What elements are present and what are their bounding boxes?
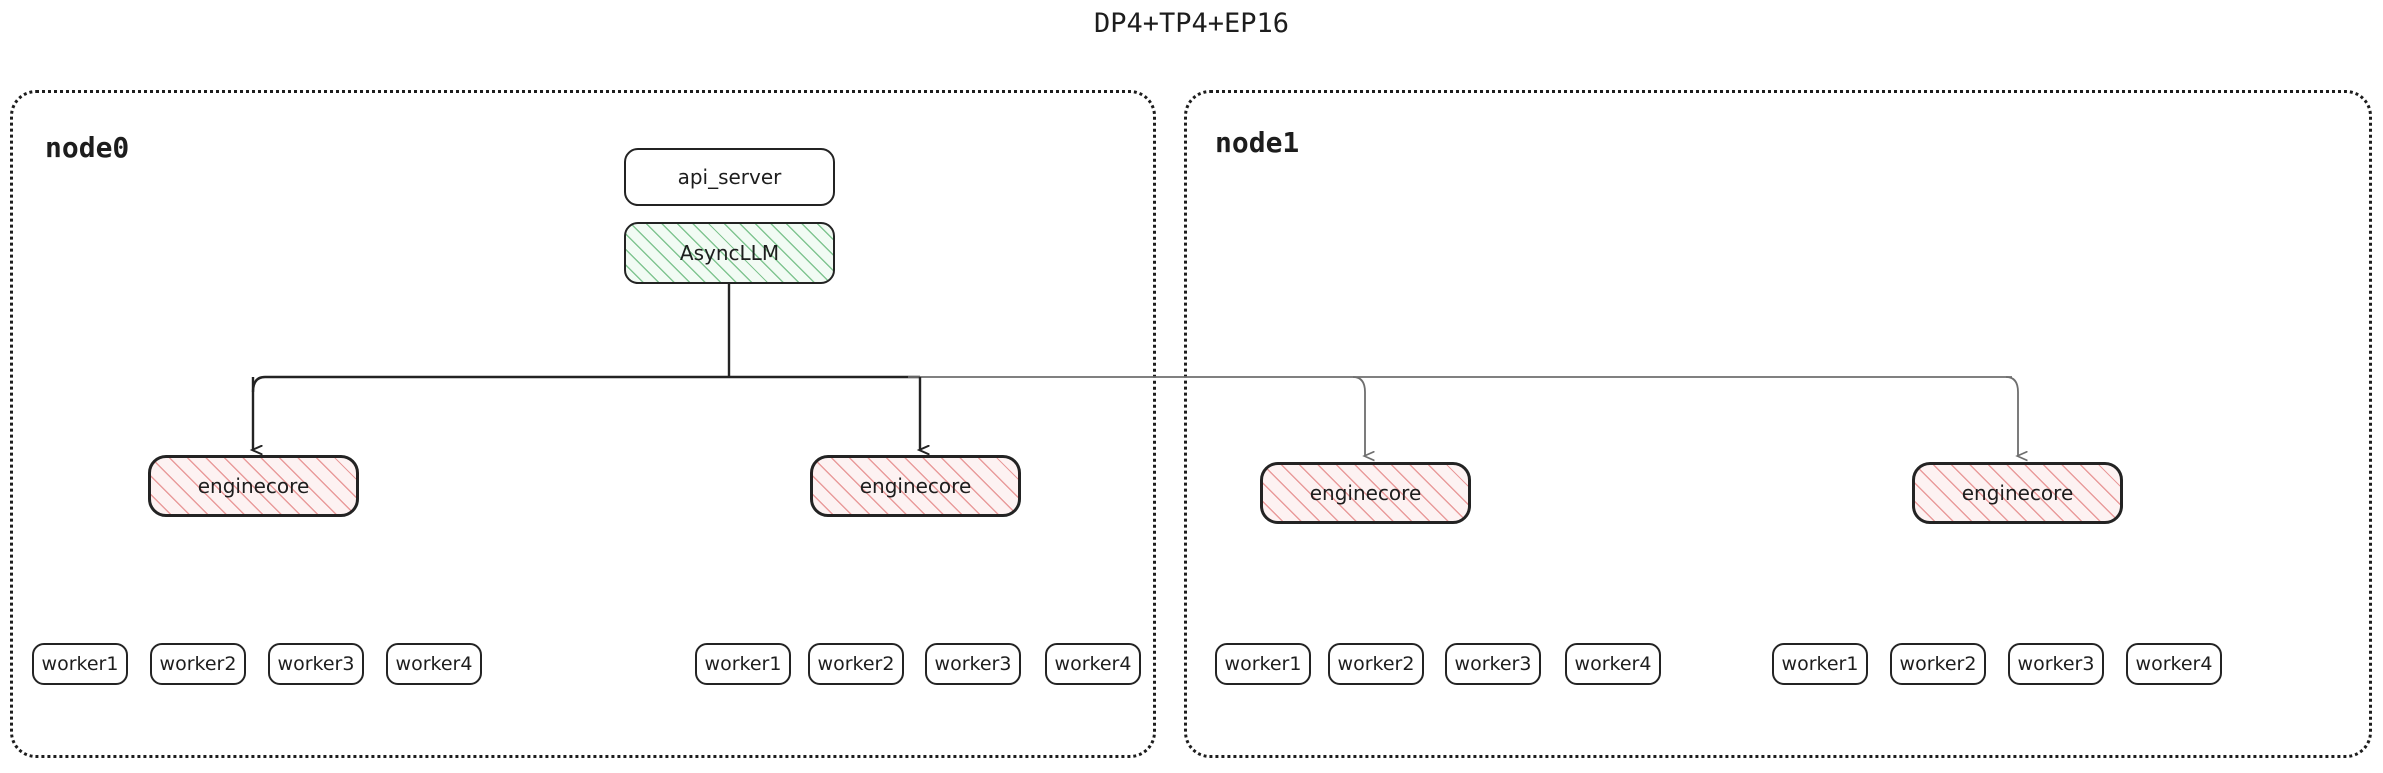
box-enginecore-node0-1[interactable]: enginecore	[810, 455, 1021, 517]
node-panel-node1	[1184, 90, 2372, 758]
worker-node1-0-2[interactable]: worker3	[1445, 643, 1541, 685]
worker-node0-0-3[interactable]: worker4	[386, 643, 482, 685]
box-enginecore-node1-0[interactable]: enginecore	[1260, 462, 1471, 524]
worker-node1-1-3[interactable]: worker4	[2126, 643, 2222, 685]
worker-node0-1-3[interactable]: worker4	[1045, 643, 1141, 685]
worker-node1-0-1[interactable]: worker2	[1328, 643, 1424, 685]
node-label-node1: node1	[1215, 126, 1300, 159]
worker-node1-1-0[interactable]: worker1	[1772, 643, 1868, 685]
box-api-server[interactable]: api_server	[624, 148, 835, 206]
worker-node0-1-0[interactable]: worker1	[695, 643, 791, 685]
box-enginecore-node0-0[interactable]: enginecore	[148, 455, 359, 517]
worker-node1-1-2[interactable]: worker3	[2008, 643, 2104, 685]
box-async-llm[interactable]: AsyncLLM	[624, 222, 835, 284]
worker-node1-0-0[interactable]: worker1	[1215, 643, 1311, 685]
node-panel-node0	[10, 90, 1156, 758]
worker-node0-0-1[interactable]: worker2	[150, 643, 246, 685]
node-label-node0: node0	[45, 131, 130, 164]
diagram-title: DP4+TP4+EP16	[1093, 8, 1290, 39]
worker-node0-1-1[interactable]: worker2	[808, 643, 904, 685]
box-enginecore-node1-1[interactable]: enginecore	[1912, 462, 2123, 524]
worker-node0-0-2[interactable]: worker3	[268, 643, 364, 685]
worker-node0-1-2[interactable]: worker3	[925, 643, 1021, 685]
worker-node1-1-1[interactable]: worker2	[1890, 643, 1986, 685]
worker-node0-0-0[interactable]: worker1	[32, 643, 128, 685]
worker-node1-0-3[interactable]: worker4	[1565, 643, 1661, 685]
